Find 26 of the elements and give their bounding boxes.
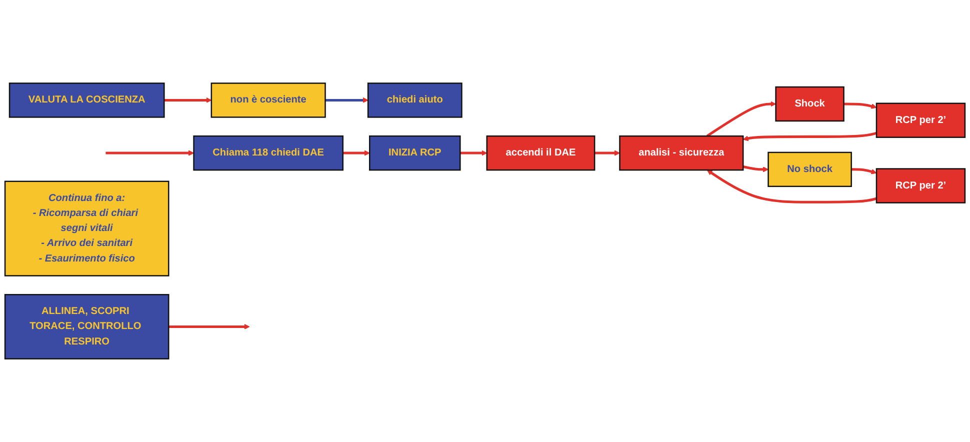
arrow bbox=[742, 132, 877, 142]
node-box: RCP per 2’ bbox=[876, 168, 966, 204]
arrow bbox=[851, 168, 877, 174]
arrow bbox=[106, 150, 194, 156]
node-box: Continua fino a: - Ricomparsa di chiari segni vitali - Arrivo dei sanitari - Esaurimento fisico bbox=[4, 180, 170, 276]
arrow bbox=[168, 324, 250, 330]
node-box: accendi il DAE bbox=[486, 135, 596, 171]
node-box: Chiama 118 chiedi DAE bbox=[193, 135, 344, 171]
arrow bbox=[844, 102, 877, 109]
node-box: RCP per 2’ bbox=[876, 102, 966, 138]
arrow bbox=[164, 97, 212, 103]
arrow bbox=[742, 165, 769, 172]
node-box: ALLINEA, SCOPRI TORACE, CONTROLLO RESPIRO bbox=[4, 294, 170, 360]
node-box: Shock bbox=[775, 86, 844, 122]
node-box: analisi - sicurezza bbox=[619, 135, 744, 171]
node-box: VALUTA LA COSCIENZA bbox=[8, 82, 165, 118]
arrow bbox=[460, 150, 488, 156]
node-box: chiedi aiuto bbox=[367, 82, 462, 118]
arrow bbox=[325, 97, 368, 103]
arrow bbox=[342, 150, 370, 156]
arrow bbox=[706, 170, 877, 204]
node-box: INIZIA RCP bbox=[369, 135, 461, 171]
node-box: No shock bbox=[768, 152, 852, 188]
arrow bbox=[706, 101, 776, 138]
arrow bbox=[594, 150, 620, 156]
node-box: non è cosciente bbox=[210, 82, 326, 118]
